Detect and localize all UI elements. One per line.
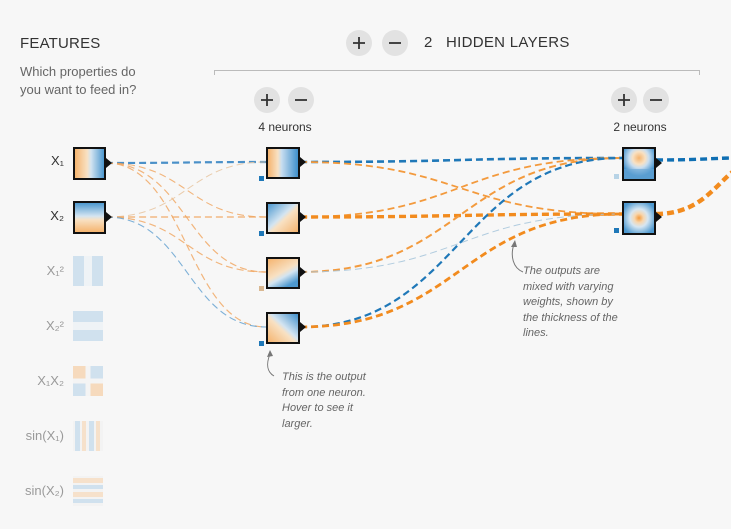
weights-note: The outputs are mixed with varying weigh…	[523, 265, 618, 339]
neuron-layer1-3-arrow	[300, 267, 306, 277]
plus-icon	[353, 37, 365, 49]
neuron-layer1-1-bias[interactable]	[259, 176, 264, 181]
remove-neuron-layer2-button[interactable]	[643, 87, 669, 113]
neuron-layer1-2-arrow	[300, 212, 306, 222]
feature-node-sin-x2[interactable]	[73, 476, 103, 506]
divider-tick-left	[214, 70, 215, 75]
link-n1-m2	[299, 161, 623, 215]
link-n3-m2	[299, 213, 623, 273]
feature-node-x1-squared[interactable]	[73, 256, 103, 286]
neuron-layer2-2-bias[interactable]	[614, 228, 619, 233]
feature-node-x2-squared[interactable]	[73, 311, 103, 341]
link-x1-n4	[105, 162, 267, 328]
link-m1-out	[655, 156, 731, 162]
neuron-layer2-1-arrow	[656, 158, 662, 168]
link-n1-m1	[299, 156, 623, 164]
feature-node-x1[interactable]	[73, 147, 106, 180]
hidden-layers-label: HIDDEN LAYERS	[446, 34, 570, 51]
add-layer-button[interactable]	[346, 30, 372, 56]
minus-icon	[295, 99, 307, 101]
neuron-layer1-4-bias[interactable]	[259, 341, 264, 346]
add-neuron-layer1-button[interactable]	[254, 87, 280, 113]
neuron-layer1-2[interactable]	[266, 202, 300, 234]
link-x1-n2	[105, 162, 267, 218]
neuron-layer2-2[interactable]	[622, 201, 656, 235]
feature-x1-output-arrow	[106, 158, 112, 168]
neuron-layer1-3-bias[interactable]	[259, 286, 264, 291]
neuron-note-pointer	[267, 350, 275, 377]
feature-node-sin-x1[interactable]	[73, 421, 103, 451]
feature-label-x1: X₁	[50, 153, 64, 168]
neuron-layer2-1-bias[interactable]	[614, 174, 619, 179]
feature-label-x2-squared: X₂²	[45, 318, 64, 333]
link-n2-m1	[299, 157, 623, 218]
feature-label-sin-x2: sin(X₂)	[25, 483, 64, 498]
neuron-output-note: This is the output from one neuron. Hove…	[282, 371, 366, 430]
feature-node-x2[interactable]	[73, 201, 106, 234]
feature-label-x1x2: X₁X₂	[37, 373, 64, 388]
divider-tick-right	[699, 70, 700, 75]
layer2-neurons-label: 2 neurons	[613, 120, 667, 134]
features-title: FEATURES	[20, 35, 101, 52]
link-n2-m2	[299, 212, 623, 219]
neuron-layer2-2-arrow	[656, 212, 662, 222]
link-m2-out	[655, 170, 731, 217]
hidden-layers-count: 2	[424, 34, 433, 51]
layers-divider	[214, 70, 700, 71]
neuron-layer1-1[interactable]	[266, 147, 300, 179]
link-n4-m1	[299, 156, 623, 329]
link-n3-m1	[299, 157, 623, 273]
weights-note-pointer	[511, 240, 524, 273]
link-n4-m2	[299, 212, 623, 329]
feature-label-x1-squared: X₁²	[46, 263, 64, 278]
plus-icon	[261, 94, 273, 106]
minus-icon	[389, 42, 401, 44]
layer1-neurons-label: 4 neurons	[258, 120, 312, 134]
feature-x2-output-arrow	[106, 212, 112, 222]
neuron-layer2-1[interactable]	[622, 147, 656, 181]
neuron-layer1-4[interactable]	[266, 312, 300, 344]
neuron-layer1-4-arrow	[300, 322, 306, 332]
plus-icon	[618, 94, 630, 106]
feature-label-sin-x1: sin(X₁)	[25, 428, 64, 443]
remove-neuron-layer1-button[interactable]	[288, 87, 314, 113]
add-neuron-layer2-button[interactable]	[611, 87, 637, 113]
remove-layer-button[interactable]	[382, 30, 408, 56]
neuron-layer1-2-bias[interactable]	[259, 231, 264, 236]
features-subtitle: Which properties do you want to feed in?	[20, 64, 137, 97]
neuron-layer1-3[interactable]	[266, 257, 300, 289]
feature-label-x2: X₂	[50, 208, 64, 223]
link-x2-n3	[105, 216, 267, 273]
feature-node-x1x2[interactable]	[73, 366, 103, 396]
link-x2-n1	[105, 161, 267, 218]
minus-icon	[650, 99, 662, 101]
neuron-layer1-1-arrow	[300, 157, 306, 167]
link-x1-n1	[105, 160, 267, 165]
link-x2-n4	[105, 216, 267, 328]
